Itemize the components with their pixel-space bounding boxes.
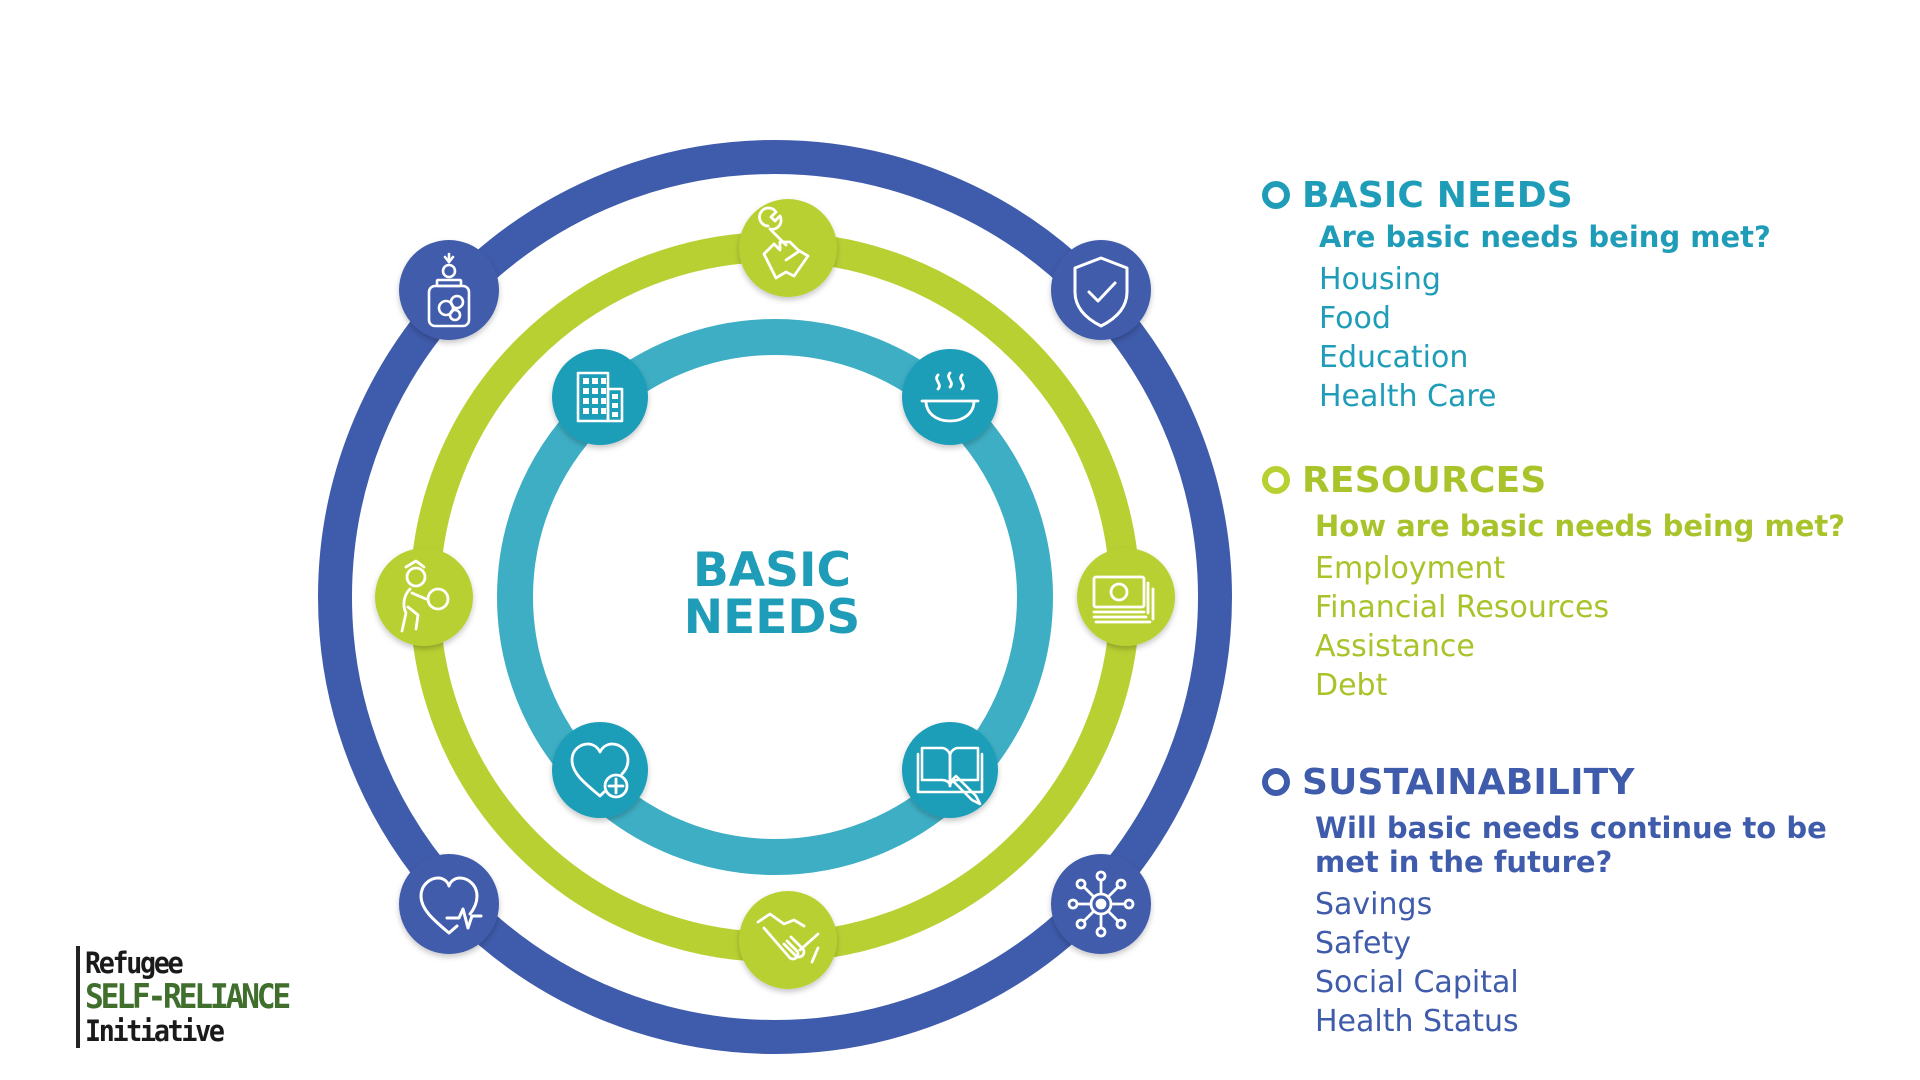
resources-heading: RESOURCES [1302,459,1547,501]
book-pencil-icon [902,722,998,818]
logo-line-initiative: Initiative [85,1014,225,1048]
basic-needs-question: Are basic needs being met? [1319,220,1771,254]
legend-basic-needs: BASIC NEEDS Are basic needs being met? H… [1262,170,1902,416]
resources-item: Assistance [1315,629,1475,664]
sustainability-question-line2: met in the future? [1315,845,1613,879]
sustainability-item: Savings [1315,887,1433,922]
basic-needs-heading: BASIC NEEDS [1302,174,1573,216]
logo-line-refugee: Refugee [85,946,184,980]
sustainability-ring [318,140,1232,1054]
handshake-icon [739,891,837,989]
basic-needs-item: Food [1319,301,1391,336]
coin-jar-icon [399,240,499,340]
basic-needs-item: Housing [1319,262,1441,297]
logo-line-self-reliance: SELF-RELIANCE [85,977,291,1017]
person-carrying-icon [375,548,473,646]
resources-item: Financial Resources [1315,590,1610,625]
basic-needs-item: Health Care [1319,379,1497,414]
resources-item: Debt [1315,668,1388,703]
money-icon [1077,548,1175,646]
sustainability-item: Social Capital [1315,965,1519,1000]
resources-circle-icon [1262,466,1290,494]
refugee-self-reliance-logo: Refugee SELF-RELIANCE Initiative [76,946,306,1048]
sustainability-question-line1: Will basic needs continue to be [1315,811,1827,845]
center-title-line1: BASIC [693,543,851,598]
building-icon [552,349,648,445]
legend-sustainability: SUSTAINABILITY Will basic needs continue… [1262,757,1902,1041]
sustainability-item: Health Status [1315,1004,1519,1039]
basic-needs-ring [497,319,1053,875]
basic-needs-circle-icon [1262,181,1290,209]
legend-resources: RESOURCES How are basic needs being met?… [1262,455,1902,705]
hand-wrench-icon [739,199,837,297]
sustainability-circle-icon [1262,768,1290,796]
sustainability-item: Safety [1315,926,1411,961]
sustainability-heading: SUSTAINABILITY [1302,761,1635,803]
resources-question: How are basic needs being met? [1315,509,1846,543]
network-icon [1051,854,1151,954]
basic-needs-item: Education [1319,340,1469,375]
heart-plus-icon [552,722,648,818]
shield-check-icon [1051,240,1151,340]
center-title-line2: NEEDS [684,590,860,645]
heart-pulse-icon [399,854,499,954]
resources-item: Employment [1315,551,1506,586]
hot-food-icon [902,349,998,445]
sustainability-question: Will basic needs continue to be met in t… [1315,811,1902,879]
